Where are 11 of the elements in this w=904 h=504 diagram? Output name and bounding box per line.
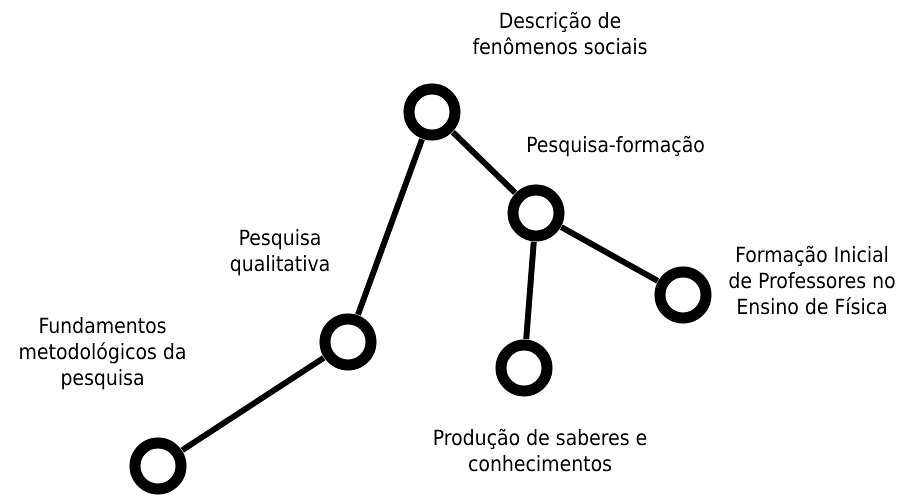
connector-line	[560, 224, 660, 284]
connector-line	[180, 355, 326, 453]
node-label: Produção de saberes e conhecimentos	[432, 425, 648, 477]
connector-line	[450, 130, 518, 195]
node-label: Fundamentos metodológicos da pesquisa	[18, 313, 188, 391]
connector-line	[523, 242, 537, 340]
connector-line	[355, 138, 425, 316]
node-label: Formação Inicial de Professores no Ensino de Física	[727, 242, 897, 320]
node-label: Descrição de fenômenos sociais	[472, 8, 648, 60]
node-label: Pesquisa-formação	[525, 132, 706, 158]
node-label: Pesquisa qualitativa	[228, 225, 332, 277]
